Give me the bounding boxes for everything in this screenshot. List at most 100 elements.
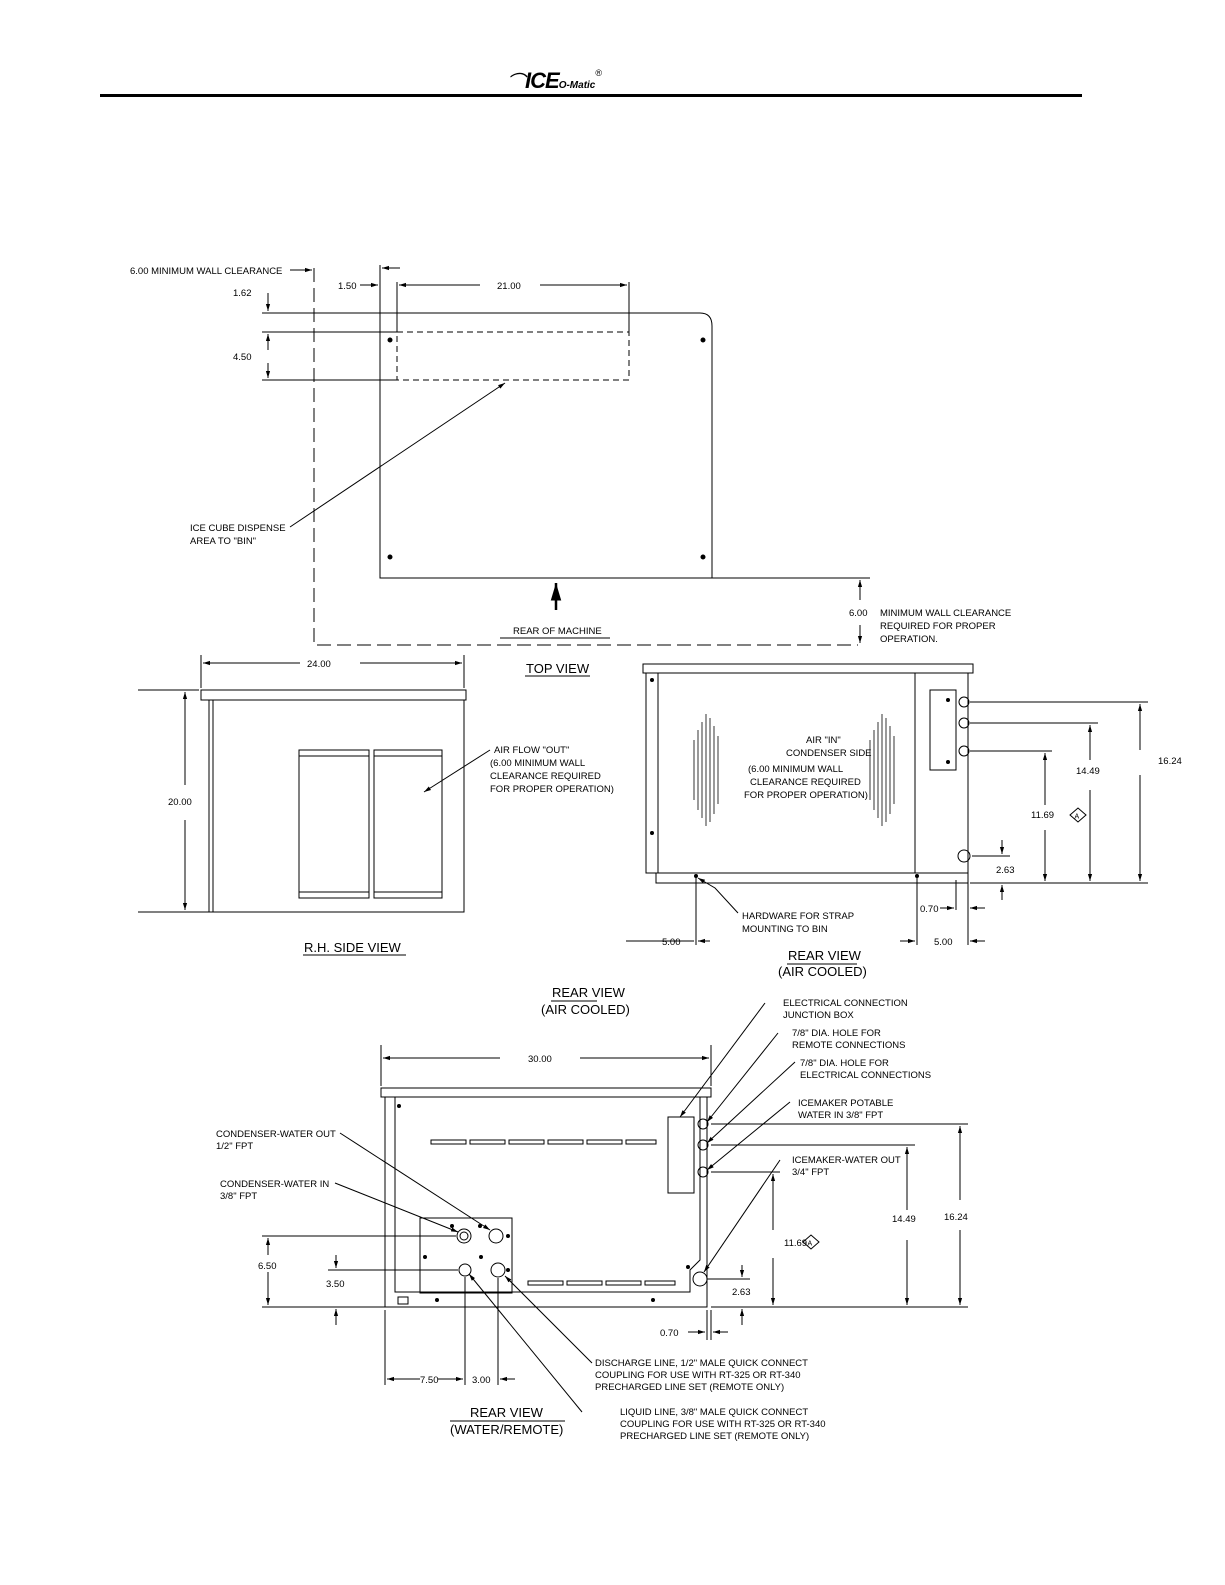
airflow-label-4: FOR PROPER OPERATION): [490, 784, 614, 795]
rear-air-dim-14-49: 14.49: [1076, 766, 1100, 777]
page-header: ⌒ICEO-Matic ®: [0, 0, 1225, 110]
dim-7-50: 7.50: [420, 1375, 439, 1386]
top-view: [262, 265, 870, 677]
logo-mark: ICE: [525, 68, 560, 93]
rear-water-dim-11-69: 11.69: [784, 1238, 807, 1249]
callout-junction-1: ELECTRICAL CONNECTION: [783, 998, 908, 1009]
side-view-title: R.H. SIDE VIEW: [304, 940, 402, 955]
rear-mid-title-2: (AIR COOLED): [541, 1002, 630, 1017]
callout-potable-1: ICEMAKER POTABLE: [798, 1098, 893, 1109]
side-view-top-cap: [200, 689, 467, 701]
rear-air-dim-5-00-left: 5.00: [662, 937, 681, 948]
air-in-label-1: AIR "IN": [806, 735, 841, 746]
rev-diamond-icon: [1069, 807, 1087, 823]
rear-air-text: AIR "IN" CONDENSER SIDE (6.00 MINIMUM WA…: [662, 735, 1182, 979]
dim-3-00: 3.00: [472, 1375, 491, 1386]
side-view: [138, 655, 491, 956]
airflow-label-2: (6.00 MINIMUM WALL: [490, 758, 585, 769]
callout-remote-2: REMOTE CONNECTIONS: [792, 1040, 905, 1051]
logo-registered: ®: [595, 68, 602, 78]
louver-panel-left: [298, 749, 370, 899]
rear-mid-title-1: REAR VIEW: [552, 985, 626, 1000]
logo-swoosh-icon: ⌒: [507, 72, 525, 93]
dim-3-50: 3.50: [326, 1279, 345, 1290]
dim-21-00: 21.00: [497, 281, 521, 292]
rear-air-rev-mark: A: [1075, 814, 1080, 821]
callout-cond-out-1: CONDENSER-WATER OUT: [216, 1129, 336, 1140]
callout-liquid-1: LIQUID LINE, 3/8" MALE QUICK CONNECT: [620, 1407, 808, 1418]
rear-air-title-2: (AIR COOLED): [778, 964, 867, 979]
rear-air-view: [626, 663, 1148, 965]
wall-clearance-line: [313, 268, 858, 646]
callout-water-out-2: 3/4" FPT: [792, 1167, 829, 1178]
side-view-body: [208, 699, 465, 913]
dim-6-50: 6.50: [258, 1261, 277, 1272]
header-rule: [100, 94, 1082, 97]
callout-liquid-2: COUPLING FOR USE WITH RT-325 OR RT-340: [620, 1419, 826, 1430]
callout-discharge-1: DISCHARGE LINE, 1/2" MALE QUICK CONNECT: [595, 1358, 808, 1369]
wall-clearance-right-1: MINIMUM WALL CLEARANCE: [880, 608, 1011, 619]
rear-air-title-1: REAR VIEW: [788, 948, 862, 963]
louver-lines-left: [693, 714, 719, 826]
top-view-text: 6.00 MINIMUM WALL CLEARANCE 1.50 21.00 1…: [130, 266, 1011, 676]
rear-water-title-1: REAR VIEW: [470, 1405, 544, 1420]
top-view-outline: [379, 312, 713, 579]
callout-junction-2: JUNCTION BOX: [783, 1010, 854, 1021]
callout-cond-out-2: 1/2" FPT: [216, 1141, 253, 1152]
callout-discharge-2: COUPLING FOR USE WITH RT-325 OR RT-340: [595, 1370, 801, 1381]
rear-water-dim-2-63: 2.63: [732, 1287, 751, 1298]
louver-lines-right: [869, 714, 895, 826]
airflow-label-3: CLEARANCE REQUIRED: [490, 771, 601, 782]
dim-1-50: 1.50: [338, 281, 357, 292]
callout-cond-in-2: 3/8" FPT: [220, 1191, 257, 1202]
fitting-plate: [419, 1217, 513, 1294]
louver-panel-right: [373, 749, 443, 899]
hardware-label-2: MOUNTING TO BIN: [742, 924, 828, 935]
air-in-label-5: FOR PROPER OPERATION): [744, 790, 868, 801]
dispense-label-1: ICE CUBE DISPENSE: [190, 523, 286, 534]
rear-water-rev-mark: A: [808, 1241, 813, 1248]
dim-1-62: 1.62: [233, 288, 252, 299]
rear-water-body: [384, 1096, 708, 1308]
callout-elec-1: 7/8" DIA. HOLE FOR: [800, 1058, 889, 1069]
wall-clearance-right-2: REQUIRED FOR PROPER: [880, 621, 996, 632]
callout-water-out-1: ICEMAKER-WATER OUT: [792, 1155, 901, 1166]
rev-diamond-icon-2: [802, 1234, 820, 1250]
rear-air-dim-16-24: 16.24: [1158, 756, 1182, 767]
wall-clearance-left-label: 6.00 MINIMUM WALL CLEARANCE: [130, 266, 282, 277]
rear-water-dim-14-49: 14.49: [892, 1214, 916, 1225]
dispense-label-2: AREA TO "BIN": [190, 536, 256, 547]
dim-20-00: 20.00: [168, 797, 192, 808]
rear-water-title-2: (WATER/REMOTE): [450, 1422, 563, 1437]
rear-water-dim-16-24: 16.24: [944, 1212, 968, 1223]
dispense-area: [396, 331, 630, 381]
rear-of-machine-label: REAR OF MACHINE: [513, 626, 602, 637]
rear-air-dim-2-63: 2.63: [996, 865, 1015, 876]
vent-slots: [430, 1139, 676, 1286]
air-in-label-2: CONDENSER SIDE: [786, 748, 872, 759]
callout-liquid-3: PRECHARGED LINE SET (REMOTE ONLY): [620, 1431, 809, 1442]
rear-air-dim-11-69: 11.69: [1031, 810, 1054, 821]
callout-remote-1: 7/8" DIA. HOLE FOR: [792, 1028, 881, 1039]
rear-water-dim-0-70: 0.70: [660, 1328, 679, 1339]
rear-water-top-cap: [380, 1087, 712, 1098]
logo-sub: O-Matic: [558, 80, 596, 91]
dim-6-00: 6.00: [849, 608, 868, 619]
wall-clearance-right-3: OPERATION.: [880, 634, 938, 645]
hardware-label-1: HARDWARE FOR STRAP: [742, 911, 854, 922]
top-view-title: TOP VIEW: [526, 661, 590, 676]
ice-o-matic-logo: ⌒ICEO-Matic ®: [507, 68, 602, 98]
rear-air-dim-5-00-right: 5.00: [934, 937, 953, 948]
callout-discharge-3: PRECHARGED LINE SET (REMOTE ONLY): [595, 1382, 784, 1393]
callout-potable-2: WATER IN 3/8" FPT: [798, 1110, 883, 1121]
dim-30-00: 30.00: [528, 1054, 552, 1065]
side-view-text: 24.00 20.00 AIR FLOW "OUT" (6.00 MINIMUM…: [168, 659, 614, 955]
rear-air-dim-0-70: 0.70: [920, 904, 939, 915]
rear-air-junction-box: [929, 689, 957, 771]
callout-cond-in-1: CONDENSER-WATER IN: [220, 1179, 329, 1190]
rear-water-junction-box: [667, 1116, 695, 1194]
airflow-label-1: AIR FLOW "OUT": [494, 745, 569, 756]
dim-4-50: 4.50: [233, 352, 252, 363]
dim-24-00: 24.00: [307, 659, 331, 670]
